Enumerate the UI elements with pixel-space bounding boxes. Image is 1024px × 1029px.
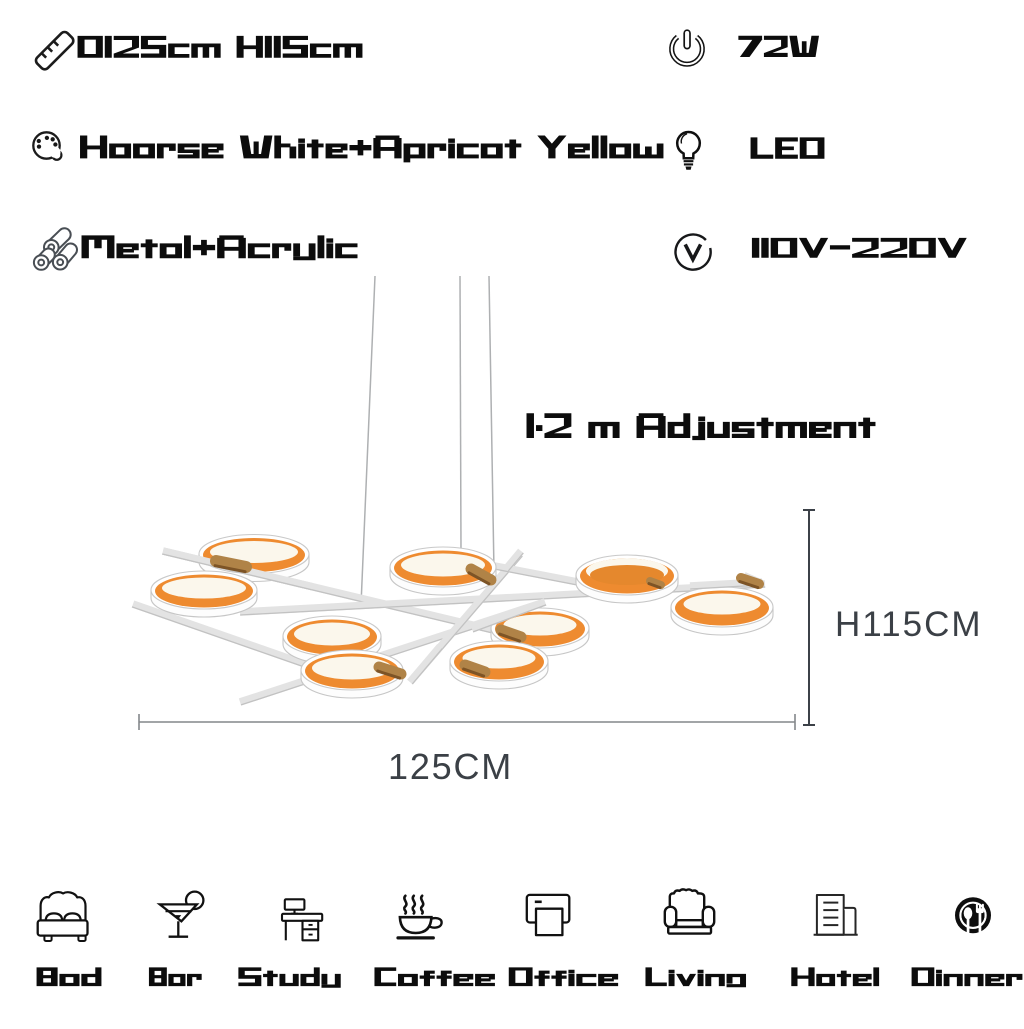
svg-text:H115CM: H115CM — [835, 605, 983, 644]
svg-text:125CM: 125CM — [388, 746, 513, 787]
